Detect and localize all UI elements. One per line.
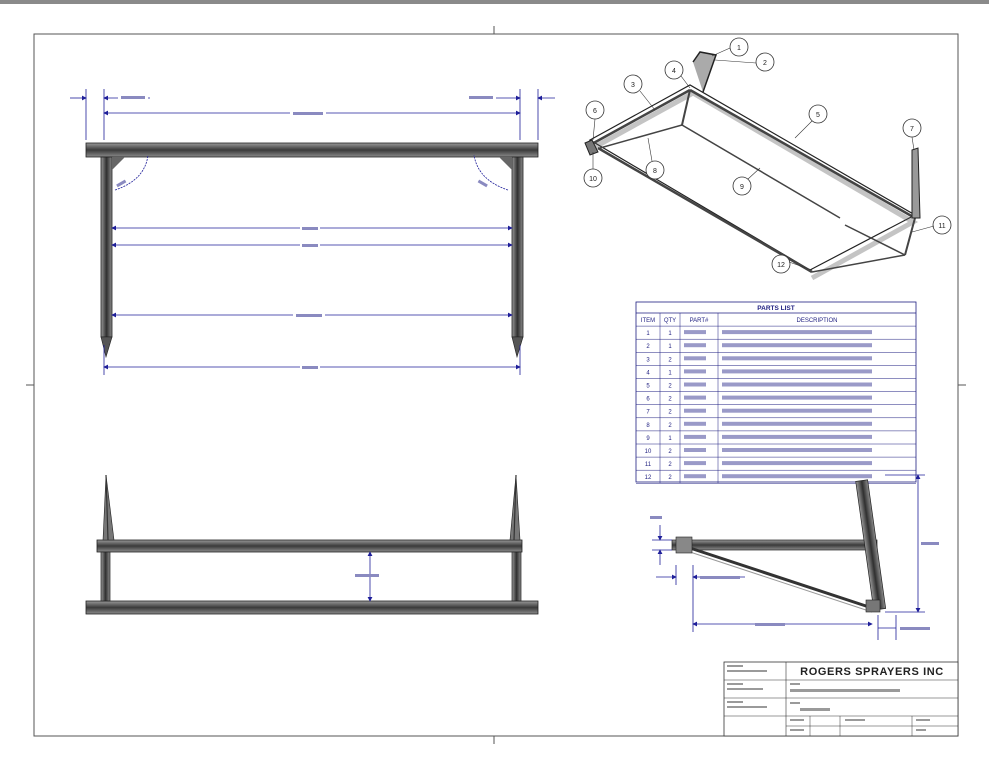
svg-text:12: 12 xyxy=(777,262,785,269)
front-dimensions xyxy=(70,89,555,375)
parts-list-title: PARTS LIST xyxy=(757,305,794,312)
balloon-12: 12 xyxy=(771,254,791,274)
svg-text:7: 7 xyxy=(910,126,914,133)
parts-cell: 2 xyxy=(668,423,672,429)
balloon-11: 11 xyxy=(932,215,952,235)
parts-cell: 10 xyxy=(645,449,652,455)
svg-text:10: 10 xyxy=(589,176,597,183)
parts-row: 10 2 xyxy=(645,448,872,455)
side-view xyxy=(650,474,939,640)
parts-cell: 9 xyxy=(646,436,650,442)
svg-text:2: 2 xyxy=(763,60,767,67)
parts-cell: 2 xyxy=(668,449,672,455)
parts-header-cell: DESCRIPTION xyxy=(796,318,837,324)
parts-cell: 2 xyxy=(668,475,672,481)
company-name: ROGERS SPRAYERS INC xyxy=(800,666,944,678)
parts-cell: 1 xyxy=(668,331,672,337)
parts-cell: 3 xyxy=(646,357,650,363)
parts-cell: 1 xyxy=(646,331,650,337)
parts-header-cell: ITEM xyxy=(641,318,655,324)
svg-text:4: 4 xyxy=(672,68,676,75)
balloon-5: 5 xyxy=(808,104,828,124)
parts-header-cell: QTY xyxy=(664,318,676,324)
balloon-6: 6 xyxy=(585,100,605,120)
parts-cell: 2 xyxy=(668,410,672,416)
parts-cell: 2 xyxy=(668,397,672,403)
parts-list-header: ITEM QTY PART# DESCRIPTION xyxy=(641,318,838,324)
parts-row: 11 2 xyxy=(645,461,872,468)
parts-cell: 2 xyxy=(668,357,672,363)
balloon-4: 4 xyxy=(664,60,684,80)
right-leg xyxy=(511,156,524,338)
front-view xyxy=(70,89,555,375)
svg-text:11: 11 xyxy=(938,223,945,230)
balloon-10: 10 xyxy=(583,168,603,188)
parts-cell: 2 xyxy=(668,462,672,468)
svg-text:6: 6 xyxy=(593,108,597,115)
parts-cell: 11 xyxy=(645,462,652,468)
parts-cell: 2 xyxy=(668,384,672,390)
svg-text:1: 1 xyxy=(737,45,741,52)
parts-cell: 2 xyxy=(646,344,650,350)
svg-text:9: 9 xyxy=(740,184,744,191)
balloon-1: 1 xyxy=(729,37,749,57)
top-tube xyxy=(85,142,539,158)
balloon-8: 8 xyxy=(645,160,665,180)
balloon-9: 9 xyxy=(732,176,752,196)
title-block: ROGERS SPRAYERS INC xyxy=(723,661,959,737)
lower-crossbar xyxy=(85,600,539,615)
top-border-bar xyxy=(0,0,989,4)
parts-cell: 5 xyxy=(646,384,650,390)
item-balloons: 1 2 3 4 5 6 7 8 9 10 11 12 xyxy=(583,37,952,274)
sheet-border xyxy=(26,26,966,744)
parts-header-cell: PART# xyxy=(690,318,709,324)
balloon-2: 2 xyxy=(755,52,775,72)
svg-text:5: 5 xyxy=(816,112,820,119)
balloon-7: 7 xyxy=(902,118,922,138)
left-leg xyxy=(100,156,113,338)
svg-text:3: 3 xyxy=(631,82,635,89)
parts-cell: 1 xyxy=(668,370,672,376)
bottom-view xyxy=(85,474,539,615)
balloon-3: 3 xyxy=(623,74,643,94)
parts-cell: 7 xyxy=(646,410,650,416)
parts-cell: 6 xyxy=(646,397,650,403)
parts-cell: 1 xyxy=(668,436,672,442)
parts-cell: 4 xyxy=(646,370,650,376)
parts-cell: 1 xyxy=(668,344,672,350)
svg-text:8: 8 xyxy=(653,168,657,175)
parts-cell: 8 xyxy=(646,423,650,429)
parts-cell: 12 xyxy=(645,475,652,481)
isometric-view xyxy=(584,51,921,281)
parts-row: 12 2 xyxy=(645,474,872,481)
upper-crossbar xyxy=(96,539,523,553)
